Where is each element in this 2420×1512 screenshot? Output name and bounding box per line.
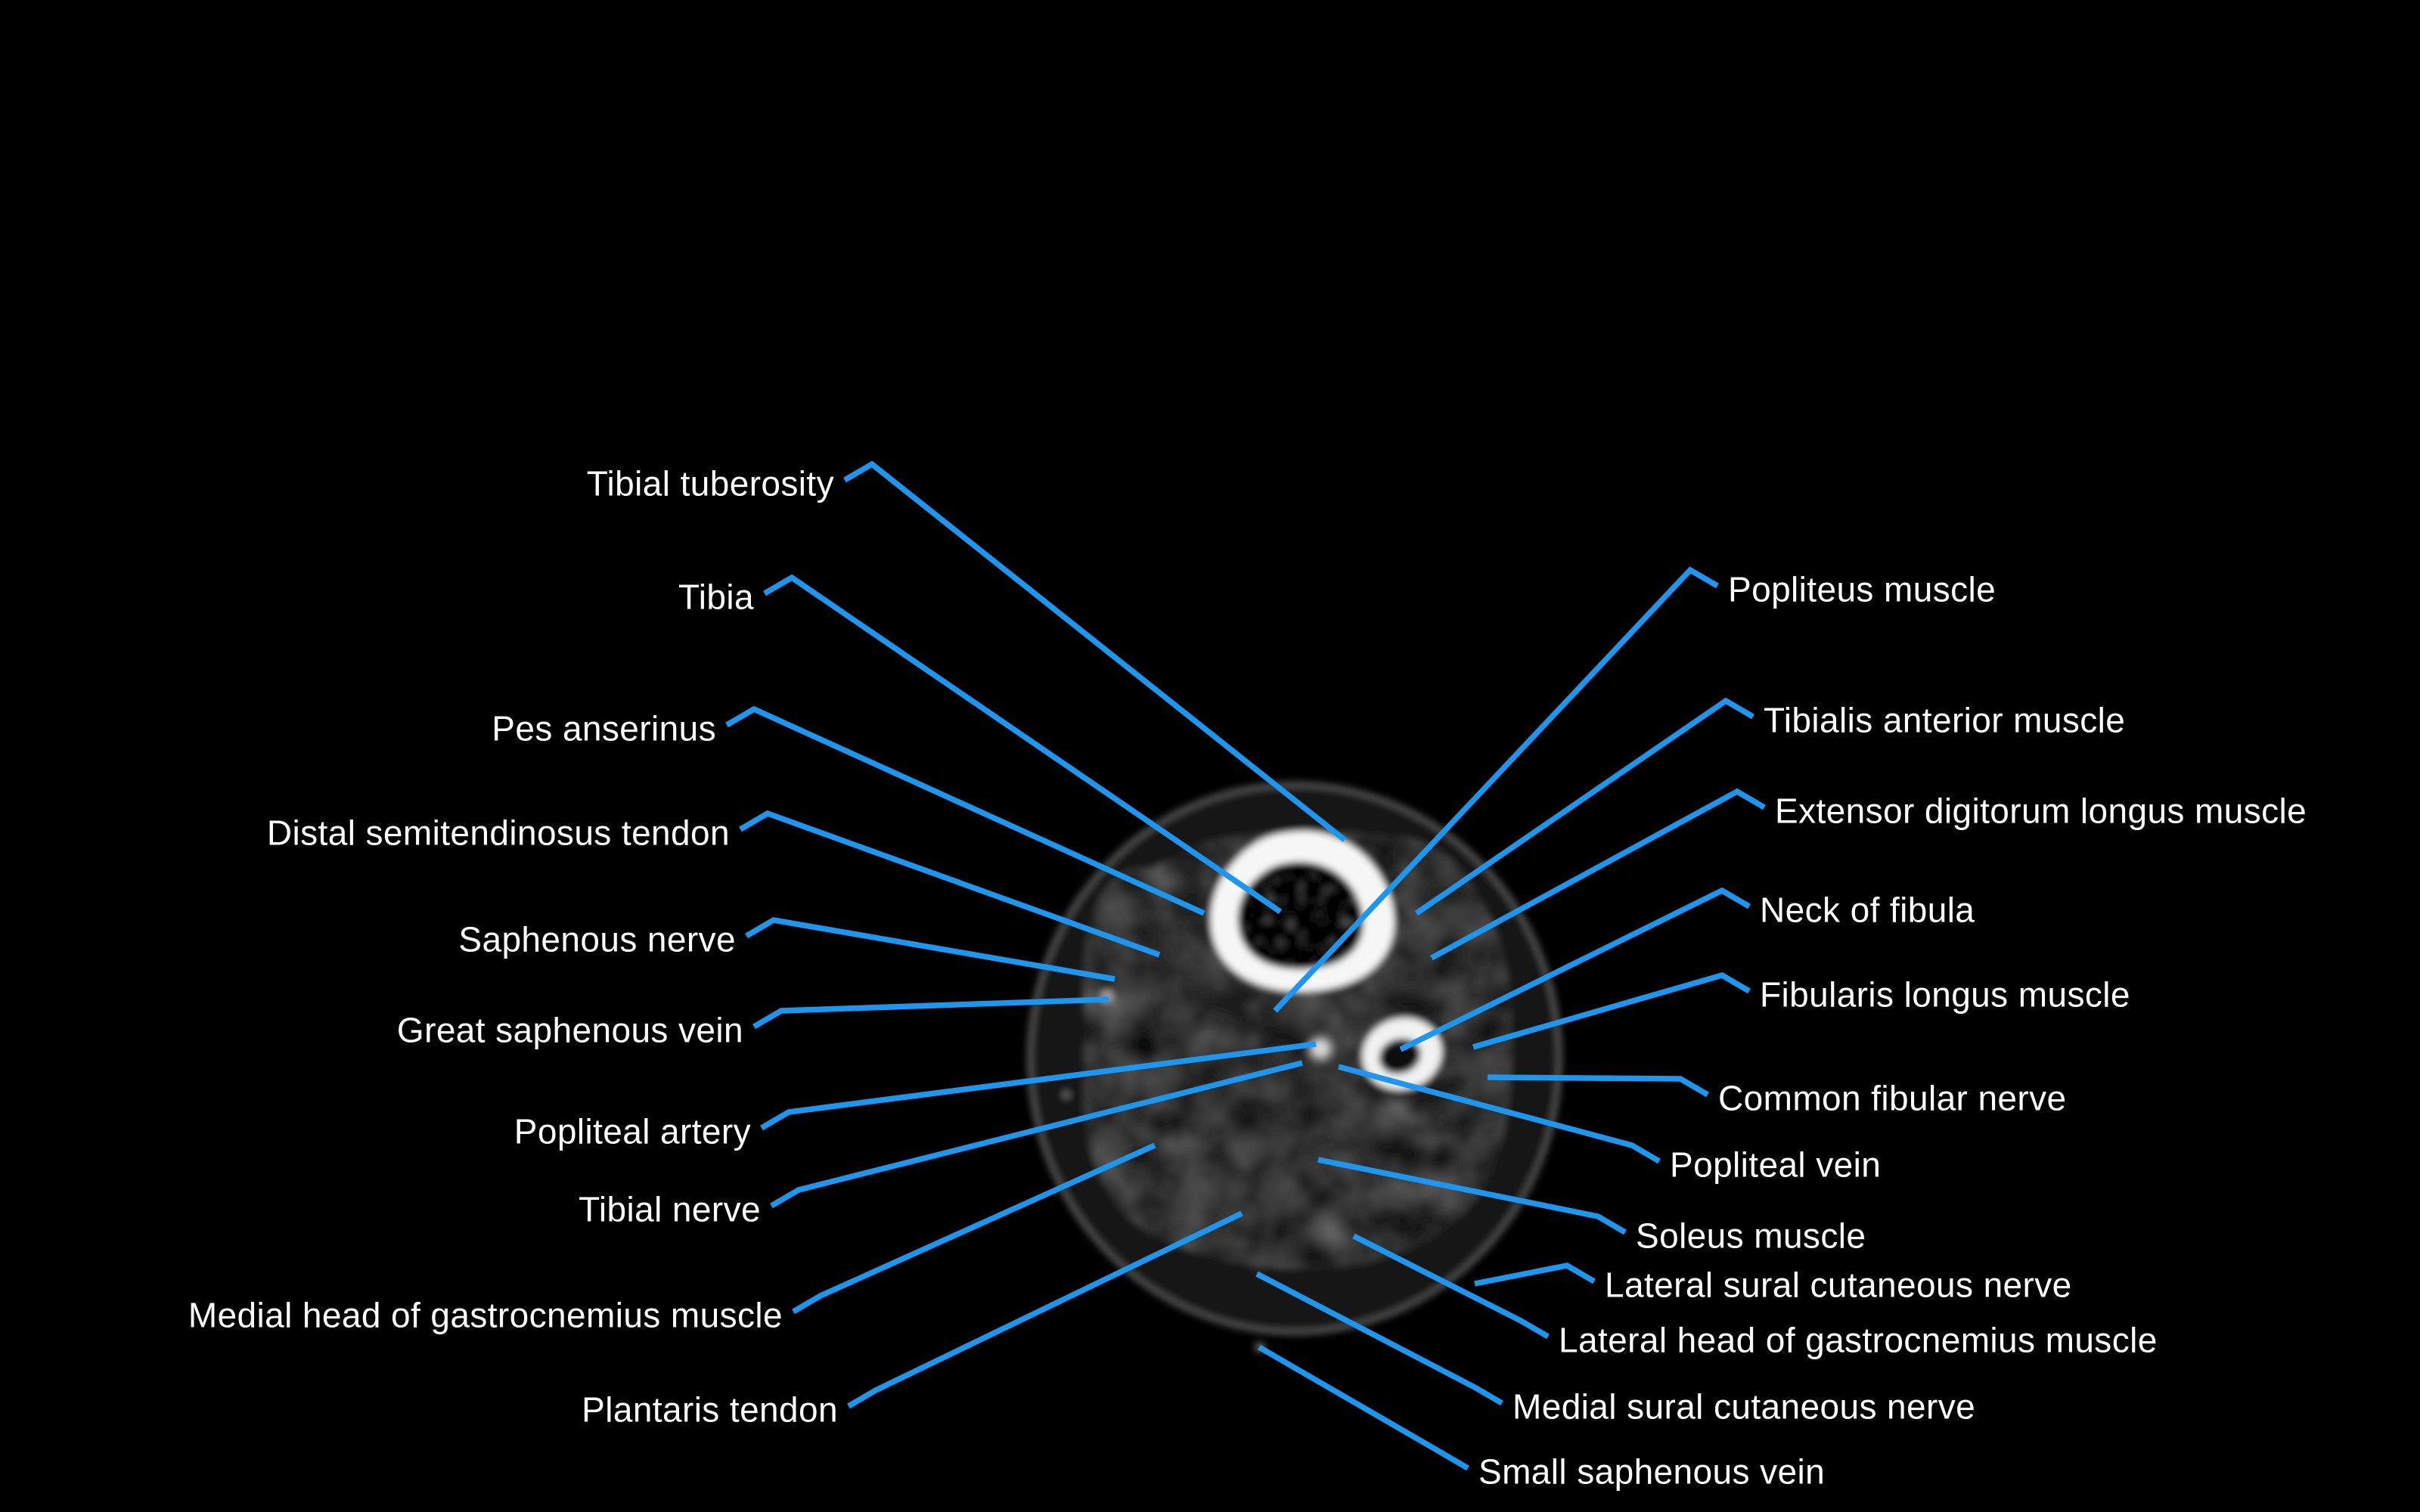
leader-line-tibialis-anterior-muscle xyxy=(1414,697,1754,916)
popliteal-artery-dot xyxy=(1312,1040,1329,1057)
leader-line-common-fibular-nerve xyxy=(1487,1074,1709,1098)
leader-line-extensor-digitorum-longus-muscle xyxy=(1430,788,1766,961)
leader-line-small-saphenous-vein xyxy=(1258,1344,1469,1471)
leader-line-tibial-nerve xyxy=(770,1060,1303,1209)
leader-line-medial-sural-cutaneous-nerve xyxy=(1255,1271,1503,1406)
leader-line-lateral-sural-cutaneous-nerve xyxy=(1474,1263,1596,1287)
leader-line-pes-anserinus xyxy=(725,705,1205,916)
tibia-trabecular-texture xyxy=(1237,861,1364,970)
leader-line-soleus-muscle xyxy=(1317,1157,1627,1235)
leader-line-tibia xyxy=(763,574,1283,915)
leader-line-plantaris-tendon xyxy=(847,1210,1243,1409)
leader-line-popliteus-muscle xyxy=(1273,566,1719,1013)
leader-line-medial-head-of-gastrocnemius-muscle xyxy=(792,1142,1156,1315)
perforator-vein-dot xyxy=(1062,1090,1071,1099)
ct-anatomy xyxy=(1026,781,1563,1352)
leader-line-great-saphenous-vein xyxy=(752,996,1109,1030)
leader-line-lateral-head-of-gastrocnemius-muscle xyxy=(1352,1233,1550,1340)
leader-line-neck-of-fibula xyxy=(1399,887,1751,1052)
fascial-planes xyxy=(1091,878,1470,1273)
muscle-texture xyxy=(1084,832,1512,1269)
leader-line-saphenous-nerve xyxy=(745,917,1115,982)
leader-line-distal-semitendinosus-tendon xyxy=(739,810,1161,958)
leader-line-tibial-tuberosity xyxy=(843,460,1347,842)
leader-line-fibularis-longus-muscle xyxy=(1472,971,1751,1050)
leader-lines xyxy=(725,460,1766,1471)
leader-line-popliteal-artery xyxy=(760,1041,1317,1131)
leader-line-popliteal-vein xyxy=(1338,1064,1661,1164)
